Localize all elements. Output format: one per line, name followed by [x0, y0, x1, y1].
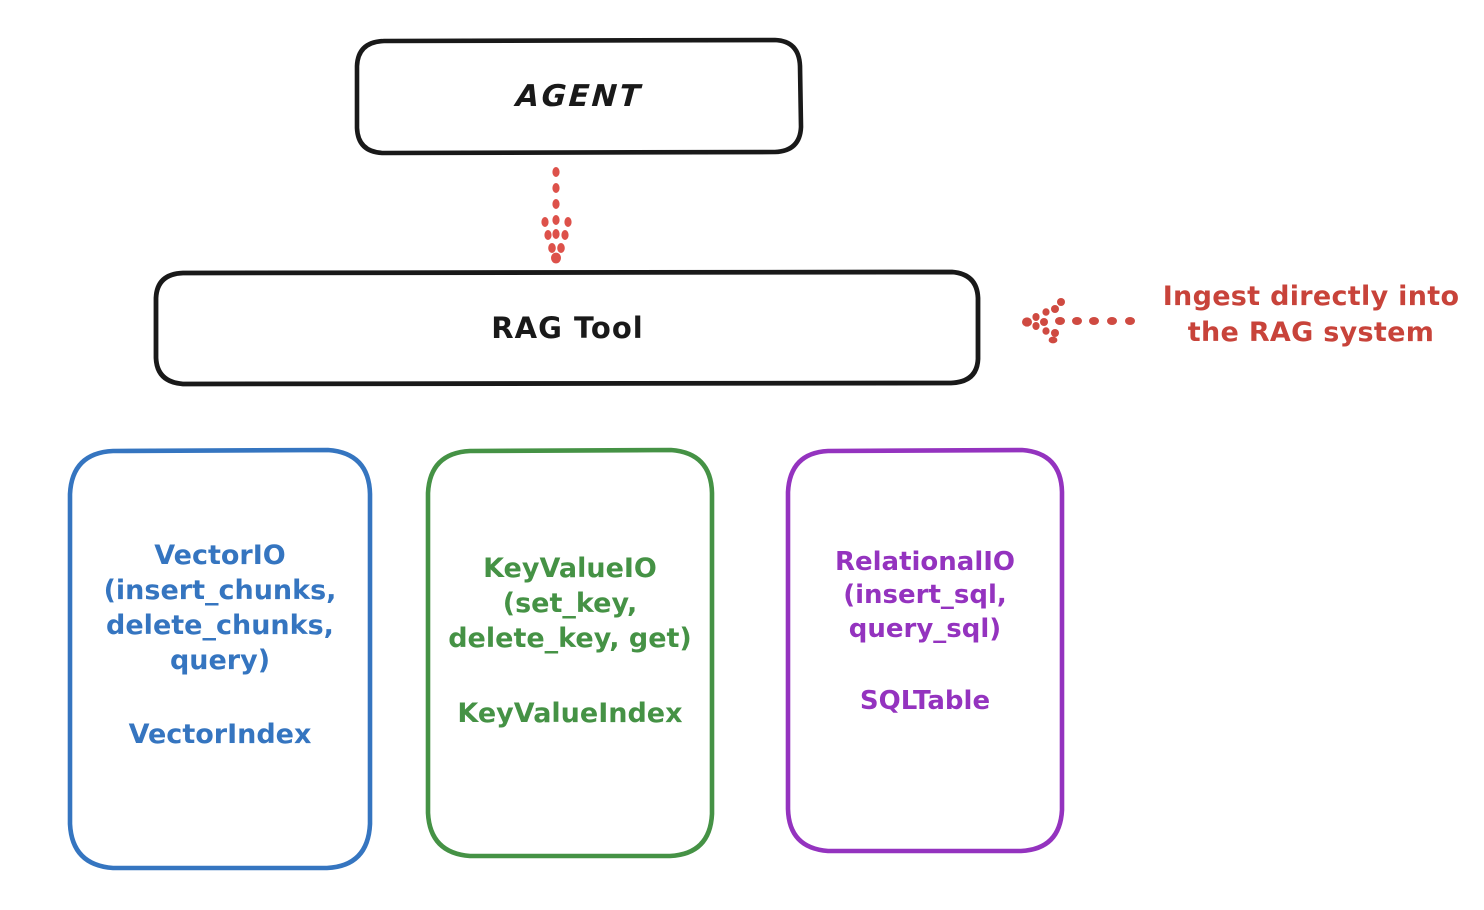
vector-io-index-label: VectorIndex — [128, 719, 312, 751]
key-value-io-node[interactable]: KeyValueIO (set_key, delete_key, get) Ke… — [428, 450, 712, 856]
vector-io-methods-label: VectorIO (insert_chunks, delete_chunks, … — [103, 539, 337, 676]
rag-tool-node[interactable]: RAG Tool — [156, 272, 979, 384]
relational-io-index-label: SQLTable — [859, 685, 991, 716]
rag-tool-label: RAG Tool — [491, 311, 644, 345]
vector-io-box-outline — [67, 447, 373, 871]
key-value-io-content: KeyValueIO (set_key, delete_key, get) Ke… — [448, 551, 692, 731]
agent-to-rag-tool-connector — [541, 167, 572, 264]
relational-io-content: RelationalIO (insert_sql, query_sql) SQL… — [835, 546, 1015, 719]
relational-io-box-outline — [785, 447, 1065, 854]
agent-box-outline — [354, 37, 804, 156]
vector-io-content: VectorIO (insert_chunks, delete_chunks, … — [104, 538, 337, 753]
vector-io-node[interactable]: VectorIO (insert_chunks, delete_chunks, … — [70, 450, 370, 868]
relational-io-node[interactable]: RelationalIO (insert_sql, query_sql) SQL… — [788, 450, 1062, 850]
agent-node[interactable]: AGENT — [357, 40, 801, 153]
key-value-io-methods-label: KeyValueIO (set_key, delete_key, get) — [448, 553, 692, 655]
rag-tool-box-outline — [153, 269, 981, 387]
agent-label: AGENT — [514, 79, 644, 114]
ingest-note-connector — [1022, 298, 1135, 344]
key-value-io-box-outline — [425, 447, 715, 859]
relational-io-methods-label: RelationalIO (insert_sql, query_sql) — [834, 546, 1016, 645]
key-value-io-index-label: KeyValueIndex — [457, 697, 683, 729]
ingest-note-label: Ingest directly into the RAG system — [1162, 281, 1460, 348]
